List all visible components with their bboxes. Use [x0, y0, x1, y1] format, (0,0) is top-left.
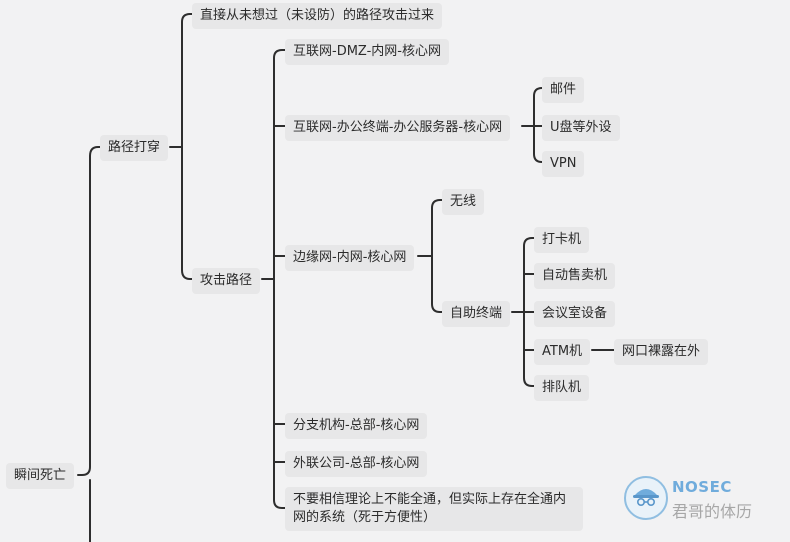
- node-external[interactable]: 外联公司-总部-核心网: [285, 451, 428, 477]
- connector-office-vpn: [533, 125, 545, 163]
- node-atm[interactable]: ATM机: [534, 339, 591, 365]
- connector-edge-selfservice: [431, 255, 444, 313]
- node-internet-office[interactable]: 互联网-办公终端-办公服务器-核心网: [285, 115, 511, 141]
- node-exposed-port[interactable]: 网口裸露在外: [614, 339, 709, 365]
- watermark-brand: NOSEC: [672, 478, 732, 496]
- node-clock-in[interactable]: 打卡机: [534, 227, 590, 253]
- node-vpn[interactable]: VPN: [542, 151, 585, 177]
- node-meeting-room[interactable]: 会议室设备: [534, 301, 616, 327]
- connector-edge-wireless: [431, 199, 444, 257]
- node-internet-dmz[interactable]: 互联网-DMZ-内网-核心网: [285, 39, 449, 65]
- connector-selfservice-up: [523, 237, 536, 313]
- node-wireless[interactable]: 无线: [442, 189, 485, 215]
- node-direct-attack[interactable]: 直接从未想过（未设防）的路径攻击过来: [192, 3, 443, 29]
- watermark: NOSEC 君哥的体历: [624, 474, 784, 522]
- node-edge-net[interactable]: 边缘网-内网-核心网: [285, 245, 415, 271]
- connector-pathbreak-attackpath: [181, 146, 195, 280]
- node-path-through[interactable]: 路径打穿: [100, 135, 169, 161]
- node-queue[interactable]: 排队机: [534, 375, 590, 401]
- watermark-text: 君哥的体历: [672, 502, 753, 521]
- node-root[interactable]: 瞬间死亡: [6, 463, 75, 489]
- connector-root-pathbreak: [77, 146, 102, 476]
- connector-attackpath-down: [273, 278, 287, 509]
- node-mail[interactable]: 邮件: [542, 77, 585, 103]
- connector-attackpath-up: [273, 49, 287, 280]
- nosec-logo-icon: [624, 476, 668, 520]
- node-attack-path[interactable]: 攻击路径: [192, 268, 261, 294]
- connector-office-mail: [533, 87, 545, 127]
- node-usb[interactable]: U盘等外设: [542, 115, 620, 141]
- node-branch[interactable]: 分支机构-总部-核心网: [285, 413, 428, 439]
- connector-pathbreak-direct: [181, 13, 195, 148]
- node-vending[interactable]: 自动售卖机: [534, 263, 616, 289]
- connector-selfservice-down: [523, 311, 536, 387]
- node-self-service[interactable]: 自助终端: [442, 301, 511, 327]
- node-no-trust[interactable]: 不要相信理论上不能全通，但实际上存在全通内网的系统（死于方便性）: [285, 487, 583, 531]
